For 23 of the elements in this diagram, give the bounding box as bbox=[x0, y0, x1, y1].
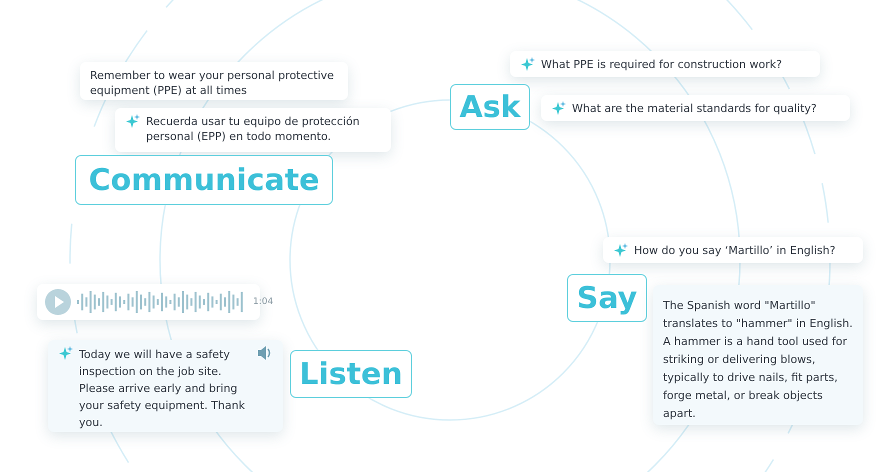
heading-box bbox=[567, 274, 647, 322]
message-bubble bbox=[541, 95, 850, 121]
heading-box bbox=[290, 350, 412, 398]
message-text: How do you say ‘Martillo’ in English? bbox=[634, 243, 836, 258]
message-text: Recuerda usar tu equipo de protección personal (EPP) en todo momento. bbox=[146, 114, 361, 144]
heading-box bbox=[75, 155, 333, 205]
message-bubble bbox=[603, 237, 863, 263]
message-bubble bbox=[48, 340, 283, 432]
message-bubble bbox=[115, 108, 391, 152]
heading-text: Ask bbox=[459, 90, 521, 124]
message-text: Today we will have a safety inspection on the job site. Please arrive early and bring your safety equipment. Thank you. bbox=[79, 347, 246, 431]
message-bubble bbox=[510, 51, 820, 77]
message-bubble bbox=[80, 62, 348, 100]
heading-box bbox=[450, 84, 530, 130]
heading-text: Listen bbox=[299, 356, 403, 392]
message-text: What are the material standards for quality? bbox=[572, 101, 817, 116]
message-text: The Spanish word "Martillo" translates to "hammer" in English. A hammer is a hand tool used for striking or delivering blows, typically to drive nails, fit parts, forge metal, or break objects apart. bbox=[663, 298, 853, 422]
duration-text: 1:04 bbox=[253, 296, 274, 308]
message-bubble bbox=[653, 285, 863, 425]
heading-text: Communicate bbox=[88, 162, 320, 198]
message-text: Remember to wear your personal protective equipment (PPE) at all times bbox=[90, 68, 335, 98]
message-text: What PPE is required for construction work? bbox=[541, 57, 782, 72]
heading-text: Say bbox=[576, 280, 638, 316]
